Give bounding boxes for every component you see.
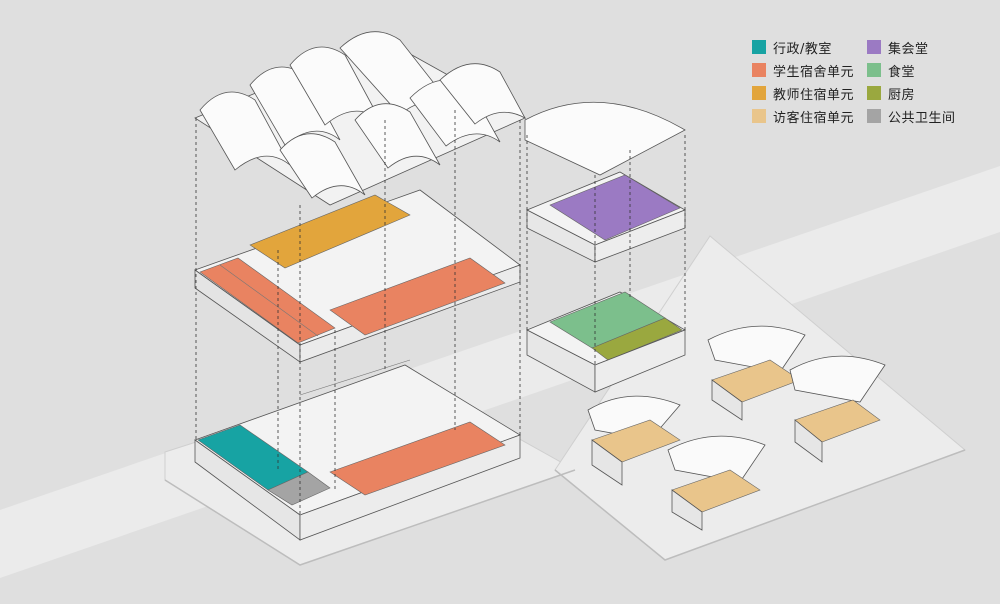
zone-student-dorm-upper-right [329,257,506,336]
roof-layer [194,31,527,206]
zone-kitchen [591,317,683,361]
assembly-hall-tower [524,101,686,393]
site-ground-east [554,235,966,561]
ground-floor-partitions [299,359,411,396]
legend-swatch [867,86,881,100]
guest-unit-2 [667,435,766,531]
legend-label: 学生宿舍单元 [773,64,855,80]
hall-vault-roof [524,101,686,176]
legend-swatch [752,40,766,54]
legend-label: 行政/教室 [773,41,832,57]
guest-unit-2-roof [667,435,766,483]
legend-item-student-dorm: 学生宿舍单元 [752,61,855,80]
legend-swatch [867,40,881,54]
legend-label: 厨房 [888,87,916,103]
ground-floor [194,359,521,541]
legend-swatch [752,63,766,77]
legend-item-assembly-hall: 集会堂 [867,38,929,57]
guest-unit-4-roof [789,355,886,403]
legend-item-guest-housing: 访客住宿单元 [752,107,855,126]
legend-swatch [867,63,881,77]
legend-swatch [752,109,766,123]
legend-item-canteen: 食堂 [867,61,916,80]
legend-label: 访客住宿单元 [773,110,855,126]
upper-floor [194,189,521,363]
site-ground-east-edge [554,449,966,561]
legend-item-public-restroom: 公共卫生间 [867,107,956,126]
legend-swatch [752,86,766,100]
guest-unit-3-roof [707,325,806,373]
guest-unit-2-wall [671,489,703,531]
legend-item-kitchen: 厨房 [867,84,916,103]
roof-vault-5 [279,133,366,199]
zone-teacher-housing [249,194,411,269]
legend-label: 公共卫生间 [888,110,956,126]
zone-public-restroom [267,471,331,506]
roof-vault-6 [354,103,441,169]
zone-student-dorm-ground [329,421,506,496]
legend-label: 教师住宿单元 [773,87,855,103]
guest-unit-4 [789,355,886,463]
zone-student-dorm-upper-left [199,257,336,344]
legend-label: 集会堂 [888,41,929,57]
legend: 行政/教室 学生宿舍单元 教师住宿单元 访客住宿单元 集会堂 食堂 厨房 公共卫… [752,38,982,128]
guest-unit-1 [587,395,681,486]
hall-lower-wall-r [594,329,686,393]
guest-unit-3-wall [711,379,743,421]
upper-floor-partitions [219,264,319,337]
guest-unit-3 [707,325,806,421]
guest-unit-1-wall [591,439,623,486]
legend-swatch [867,109,881,123]
legend-item-admin-classroom: 行政/教室 [752,38,832,57]
site-ground-edge [164,469,576,566]
guest-unit-4-wall [794,419,823,463]
legend-label: 食堂 [888,64,916,80]
roof-vault-8 [439,63,527,125]
legend-item-teacher-housing: 教师住宿单元 [752,84,855,103]
zone-assembly-hall [549,174,681,241]
explode-guide-lines [195,110,686,515]
guest-units [587,325,886,531]
